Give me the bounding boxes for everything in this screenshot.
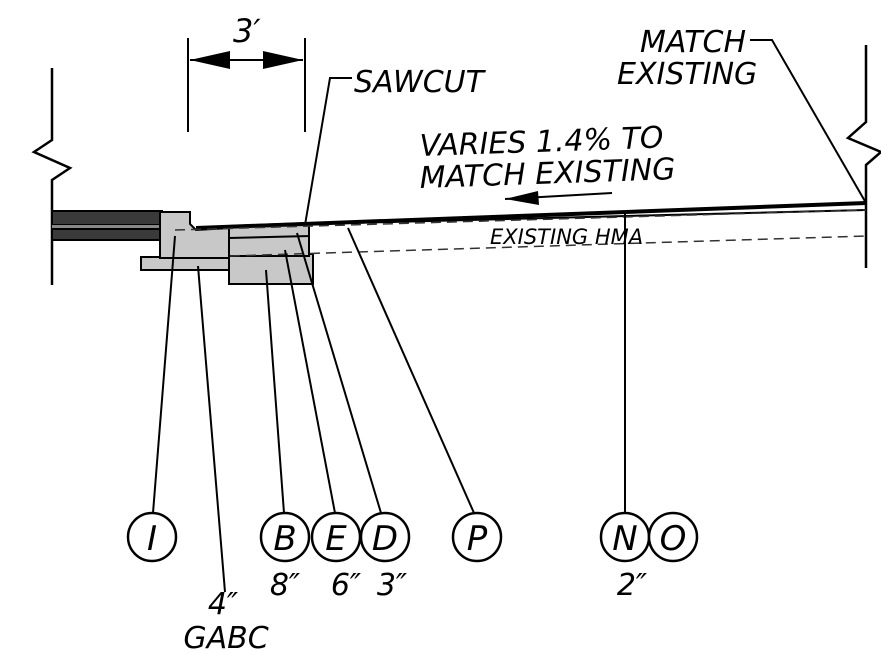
callout-d: D [359, 511, 411, 563]
existing-hma-label: EXISTING HMA [490, 225, 643, 249]
depth-b: 8″ [270, 568, 301, 603]
leader-b [265, 269, 285, 514]
leader-d [296, 232, 382, 514]
callout-n-letter: N [612, 519, 637, 559]
leader-e [284, 249, 336, 514]
pavement-surface [195, 201, 867, 230]
match-existing-label-2: EXISTING [617, 57, 757, 92]
callout-b: B [259, 511, 311, 563]
leader-gabc [197, 265, 226, 593]
match-existing-label-1: MATCH [640, 25, 746, 60]
curb-stripe-top [51, 210, 163, 226]
layer-b-block [228, 253, 314, 285]
depth-d: 3″ [377, 568, 408, 603]
callout-b-letter: B [273, 519, 296, 559]
curb-stripe-mid [52, 225, 162, 229]
sawcut-label: SAWCUT [354, 65, 487, 100]
depth-no: 2″ [617, 568, 648, 603]
leader-i [152, 235, 176, 514]
callout-i: I [126, 511, 178, 563]
sawcut-leader [304, 77, 352, 226]
slope-arrow-head [505, 191, 539, 205]
match-existing-leader [750, 39, 867, 204]
callout-d-letter: D [372, 519, 398, 559]
existing-hma-bottom-dash [229, 235, 867, 257]
gabc-depth: 4″ [208, 587, 239, 622]
leader-p [347, 227, 475, 514]
callout-n: N [599, 511, 651, 563]
layer-e-block [228, 235, 310, 257]
callout-e: E [310, 511, 362, 563]
callout-o: O [647, 511, 699, 563]
slope-note-line-1: VARIES 1.4% TO [419, 121, 664, 164]
right-break-line [845, 45, 881, 268]
callout-o-letter: O [660, 519, 687, 559]
callout-e-letter: E [325, 519, 347, 559]
curb-concrete [159, 211, 231, 259]
gabc-name: GABC [183, 621, 268, 655]
dimension-arrow-right [263, 51, 303, 69]
left-break-line [31, 68, 73, 285]
curb-stripe-bottom [51, 228, 163, 241]
callout-p-letter: P [467, 519, 488, 559]
depth-e: 6″ [331, 568, 362, 603]
callout-i-letter: I [147, 519, 157, 559]
dimension-arrow-left [190, 51, 230, 69]
callout-p: P [451, 511, 503, 563]
dimension-text: 3′ [233, 12, 261, 50]
existing-surface-dash [174, 209, 867, 231]
